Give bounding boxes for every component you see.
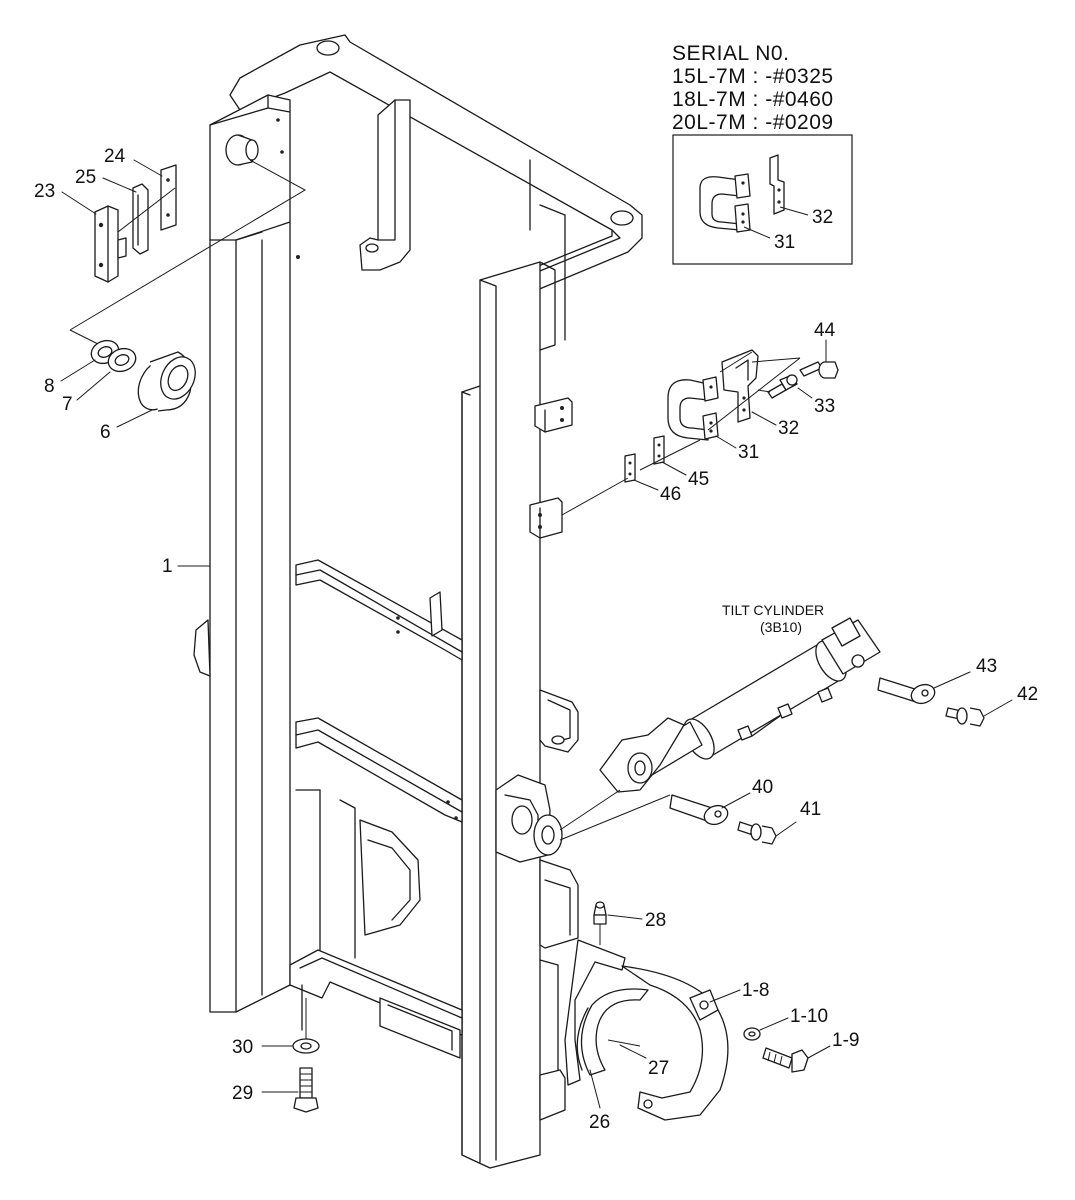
part-roller-stub xyxy=(225,134,259,166)
label-31: 31 xyxy=(738,442,759,463)
part-43-pin xyxy=(877,677,936,705)
label-46: 46 xyxy=(660,484,681,505)
part-1-9-bolt xyxy=(762,1047,809,1073)
part-1-10-washer xyxy=(743,1027,761,1041)
part-25-spring-plate xyxy=(132,183,149,255)
label-43: 43 xyxy=(976,656,997,677)
label-27: 27 xyxy=(648,1058,669,1079)
part-27-pin xyxy=(607,1039,641,1047)
serial-line-2: 18L-7M : -#0460 xyxy=(672,88,834,111)
part-40-pin xyxy=(669,794,729,826)
inset-part-32-bracket xyxy=(769,154,785,215)
part-46-shim xyxy=(624,453,636,483)
serial-box-frame xyxy=(672,134,853,265)
label-26: 26 xyxy=(589,1112,610,1133)
serial-line-1: 15L-7M : -#0325 xyxy=(672,65,834,88)
label-40: 40 xyxy=(752,777,773,798)
tilt-cylinder xyxy=(599,617,881,793)
label-24: 24 xyxy=(104,146,126,167)
part-7-washer xyxy=(107,347,137,373)
label-28: 28 xyxy=(645,910,666,931)
label-1: 1 xyxy=(162,556,173,577)
label-31-inset: 31 xyxy=(774,232,795,253)
labels: 1 6 7 8 23 24 25 31 32 44 33 32 31 xyxy=(34,146,1038,1133)
label-29: 29 xyxy=(232,1083,253,1104)
label-42: 42 xyxy=(1017,684,1038,705)
part-30-washer xyxy=(292,1038,320,1054)
label-41: 41 xyxy=(800,799,821,820)
part-45-shim xyxy=(653,435,665,465)
label-33: 33 xyxy=(814,396,835,417)
label-1-8: 1-8 xyxy=(742,980,769,1001)
inset-part-31-clamp xyxy=(699,173,751,233)
label-25: 25 xyxy=(75,167,96,188)
part-24-shim xyxy=(160,164,177,231)
part-41-bolt xyxy=(737,821,777,845)
label-7: 7 xyxy=(62,394,73,415)
label-6: 6 xyxy=(100,422,111,443)
label-32-inset: 32 xyxy=(812,207,833,228)
label-1-10: 1-10 xyxy=(790,1006,828,1027)
label-30: 30 xyxy=(232,1037,253,1058)
label-45: 45 xyxy=(688,469,709,490)
label-44: 44 xyxy=(814,320,836,341)
part-1-8-cap xyxy=(621,965,729,1121)
part-6-bearing xyxy=(137,351,196,412)
tilt-cylinder-ref: (3B10) xyxy=(760,619,802,635)
serial-info: SERIAL N0. 15L-7M : -#0325 18L-7M : -#04… xyxy=(672,42,853,265)
part-23-block xyxy=(94,205,127,283)
part-42-bolt xyxy=(945,707,985,727)
label-23: 23 xyxy=(34,181,55,202)
serial-title: SERIAL N0. xyxy=(672,42,789,65)
part-26-bushing xyxy=(576,988,649,1076)
part-31-clamp xyxy=(667,376,719,441)
label-32: 32 xyxy=(778,418,799,439)
part-29-bolt xyxy=(293,1067,319,1113)
label-8: 8 xyxy=(44,376,55,397)
part-44-bolt xyxy=(799,361,839,379)
part-32-bracket xyxy=(721,349,759,423)
mast-frame xyxy=(193,34,643,1169)
label-1-9: 1-9 xyxy=(832,1030,859,1051)
part-33-bolt xyxy=(767,374,798,399)
tilt-cylinder-label: TILT CYLINDER xyxy=(722,602,824,618)
part-28-grease-nipple xyxy=(593,901,607,925)
serial-line-3: 20L-7M : -#0209 xyxy=(672,111,834,134)
